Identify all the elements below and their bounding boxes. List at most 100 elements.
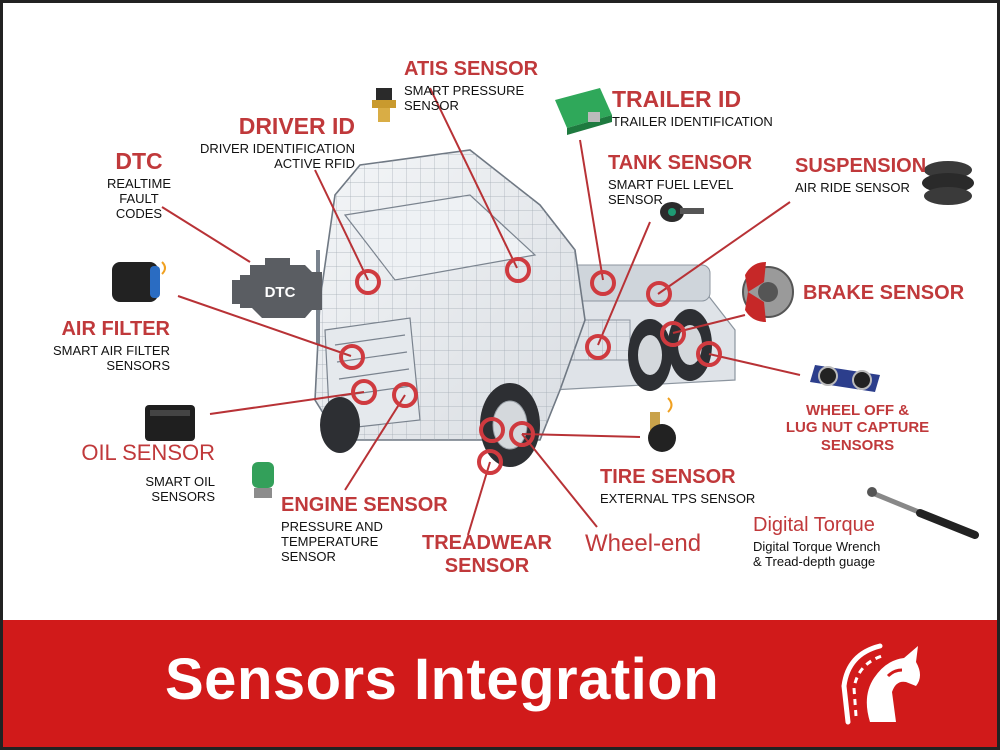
engine-desc-line-3: SENSOR: [281, 548, 336, 564]
atis-sensor-title: ATIS SENSOR: [404, 58, 539, 80]
treadwear-title: TREADWEAR SENSOR: [412, 532, 562, 578]
label-oil-sensor: OIL SENSOR SMART OIL SENSORS: [40, 440, 215, 505]
dtc-desc-line-1: REALTIME: [106, 176, 172, 192]
air-filter-desc-line-2: SENSORS: [106, 357, 170, 373]
ring-atis: [505, 257, 531, 283]
ring-suspension: [646, 281, 672, 307]
torque-desc-line-2: & Tread-depth guage: [753, 553, 876, 569]
label-wheel-end: Wheel-end: [585, 530, 701, 558]
wheel-off-title-line-1: WHEEL OFF &: [805, 402, 910, 419]
torque-wrench-image: [867, 487, 979, 539]
ring-oil: [351, 379, 377, 405]
sensor-rings: [339, 257, 722, 475]
driver-id-desc: DRIVER IDENTIFICATION ACTIVE RFID: [170, 141, 355, 172]
air-filter-title: AIR FILTER: [61, 318, 170, 340]
label-digital-torque: Digital Torque Digital Torque Wrench & T…: [753, 514, 880, 570]
driver-id-desc-line-1: DRIVER IDENTIFICATION: [199, 141, 355, 157]
label-wheel-off: WHEEL OFF & LUG NUT CAPTURE SENSORS: [770, 402, 945, 454]
treadwear-title-line-2: SENSOR: [444, 555, 530, 577]
suspension-title: SUSPENSION: [795, 155, 927, 177]
atis-desc-line-2: SENSOR: [404, 97, 459, 113]
oil-desc-line-2: SENSORS: [151, 489, 215, 505]
truck-sensor-diagram: DTC: [112, 87, 979, 539]
atis-sensor-image: [372, 88, 396, 122]
leader-tire: [521, 433, 641, 438]
trailer-id-desc-line-1: TRAILER IDENTIFICATION: [612, 114, 773, 130]
label-trailer-id: TRAILER ID TRAILER IDENTIFICATION: [612, 86, 773, 130]
ring-engine: [392, 382, 418, 408]
torque-desc-line-1: Digital Torque Wrench: [753, 539, 881, 554]
tire-desc-line-1: EXTERNAL TPS SENSOR: [600, 491, 756, 506]
ring-tire: [509, 421, 535, 447]
dtc-title: DTC: [115, 148, 163, 174]
leader-driver-id: [314, 169, 369, 281]
wheel-off-title-line-2: LUG NUT CAPTURE: [785, 419, 930, 437]
label-dtc: DTC REALTIME FAULT CODES: [100, 148, 178, 222]
leader-atis: [429, 87, 518, 269]
leader-wheel-end: [521, 433, 598, 528]
air-filter-sensor-image: [112, 261, 166, 302]
digital-torque-desc: Digital Torque Wrench & Tread-depth guag…: [753, 539, 881, 570]
tank-desc-line-1: SMART FUEL LEVEL: [608, 177, 734, 192]
tire-sensor-desc: EXTERNAL TPS SENSOR: [600, 491, 756, 507]
ring-air-filter: [339, 344, 365, 370]
trailer-id-title: TRAILER ID: [612, 86, 742, 112]
suspension-desc: AIR RIDE SENSOR: [795, 180, 926, 196]
ring-treadwear: [477, 449, 503, 475]
tire-sensor-title: TIRE SENSOR: [600, 466, 736, 488]
tire-sensor-image: [648, 397, 676, 452]
leader-air-filter: [177, 295, 352, 357]
treadwear-title-line-1: TREADWEAR: [422, 532, 552, 554]
ring-wheel-off: [696, 341, 722, 367]
wheel-off-title: WHEEL OFF & LUG NUT CAPTURE SENSORS: [770, 402, 945, 454]
ring-trailer-id: [590, 270, 616, 296]
air-filter-desc: SMART AIR FILTER SENSORS: [20, 343, 170, 374]
oil-desc-line-1: SMART OIL: [145, 474, 215, 490]
suspension-desc-line-1: AIR RIDE SENSOR: [795, 180, 910, 195]
tank-sensor-title: TANK SENSOR: [608, 152, 753, 174]
wheel-off-title-line-3: SENSORS: [820, 436, 895, 454]
leader-dtc: [161, 206, 251, 263]
leader-wheel-off: [708, 353, 801, 376]
engine-sensor-title: ENGINE SENSOR: [281, 494, 448, 516]
driver-id-desc-line-2: ACTIVE RFID: [274, 156, 355, 172]
label-atis-sensor: ATIS SENSOR SMART PRESSURE SENSOR: [404, 58, 538, 114]
trailer-id-desc: TRAILER IDENTIFICATION: [612, 114, 773, 130]
digital-torque-title: Digital Torque: [753, 514, 875, 536]
label-engine-sensor: ENGINE SENSOR PRESSURE AND TEMPERATURE S…: [281, 494, 448, 565]
atis-desc-line-1: SMART PRESSURE: [404, 83, 525, 98]
engine-desc-line-1: PRESSURE AND: [281, 519, 383, 534]
label-air-filter: AIR FILTER SMART AIR FILTER SENSORS: [20, 318, 170, 374]
label-treadwear-sensor: TREADWEAR SENSOR: [412, 532, 562, 578]
trailer-id-device-image: [555, 88, 612, 135]
engine-dtc-text: DTC: [265, 284, 296, 301]
air-filter-desc-line-1: SMART AIR FILTER: [52, 343, 170, 358]
leader-suspension: [657, 201, 791, 295]
label-suspension: SUSPENSION AIR RIDE SENSOR: [795, 155, 926, 196]
brake-disc-image: [742, 262, 794, 322]
engine-sensor-desc: PRESSURE AND TEMPERATURE SENSOR: [281, 519, 448, 565]
label-driver-id: DRIVER ID DRIVER IDENTIFICATION ACTIVE R…: [170, 113, 355, 172]
engine-desc-line-2: TEMPERATURE: [281, 533, 379, 549]
tank-sensor-desc: SMART FUEL LEVEL SENSOR: [608, 177, 752, 208]
engine-dtc-icon: DTC: [232, 258, 322, 318]
suspension-airbag-image: [922, 161, 974, 205]
label-tire-sensor: TIRE SENSOR EXTERNAL TPS SENSOR: [600, 466, 755, 507]
label-tank-sensor: TANK SENSOR SMART FUEL LEVEL SENSOR: [608, 152, 752, 208]
oil-sensor-title: OIL SENSOR: [81, 440, 215, 465]
dtc-desc-line-2: FAULT: [119, 191, 159, 207]
wheel-off-sensor-image: [810, 365, 880, 392]
tank-desc-line-2: SENSOR: [608, 191, 663, 207]
leader-trailer-id: [579, 139, 604, 281]
truck-illustration: [314, 149, 736, 467]
leader-engine: [344, 394, 406, 491]
driver-id-title: DRIVER ID: [238, 113, 355, 139]
tank-sensor-image: [660, 202, 704, 222]
leader-tank: [597, 221, 651, 346]
ring-driver-id: [355, 269, 381, 295]
footer-title: Sensors Integration: [165, 647, 720, 712]
atis-sensor-desc: SMART PRESSURE SENSOR: [404, 83, 538, 114]
ring-tire-inner: [479, 417, 505, 443]
label-brake-sensor: BRAKE SENSOR: [803, 282, 964, 305]
